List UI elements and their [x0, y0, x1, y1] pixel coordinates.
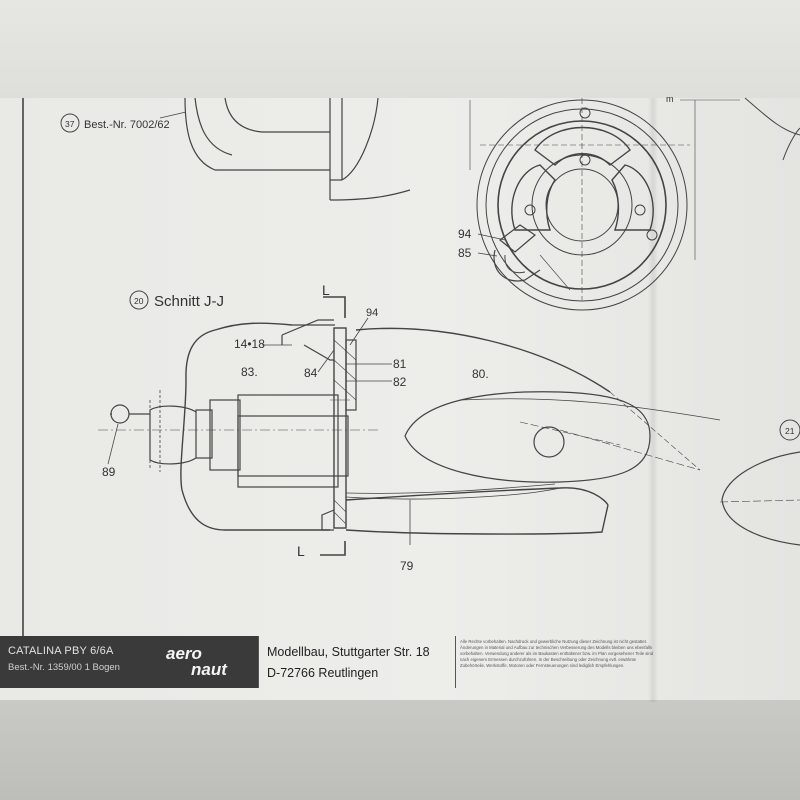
order-number: Best.-Nr. 1359/00 1 Bogen [8, 662, 120, 673]
rights-notice: Alle Rechte vorbehalten. Nachdruck und g… [460, 639, 654, 668]
part-79-label: 79 [400, 559, 414, 573]
sheet-fold [648, 98, 658, 702]
upper-nacelle-view [159, 97, 411, 201]
best-nr-label: Best.-Nr. 7002/62 [84, 119, 170, 131]
model-name: CATALINA PBY 6/6A [8, 645, 114, 657]
address-line-1: Modellbau, Stuttgarter Str. 18 [267, 645, 430, 659]
part-94-section-label: 94 [366, 307, 378, 319]
leader-89 [107, 423, 119, 465]
section-mark-bottom: L [297, 543, 305, 559]
leader-84 [317, 349, 335, 373]
callout-20-text: 20 [134, 296, 144, 306]
callout-circle-20 [129, 290, 149, 310]
plan-sheet [0, 98, 800, 702]
leader-94-top [477, 233, 506, 241]
title-block-dark-panel: CATALINA PBY 6/6A Best.-Nr. 1359/00 1 Bo… [0, 636, 258, 688]
leader-94 [349, 317, 369, 346]
part-84-label: 84 [304, 366, 318, 380]
background-top [0, 0, 800, 100]
leader-85 [477, 252, 498, 257]
part-80-label: 80. [472, 367, 489, 381]
logo-line-2: naut [191, 660, 227, 679]
callout-37-text: 37 [65, 119, 75, 129]
logo-line-1: aero [166, 644, 202, 663]
address-line-2: D-72766 Reutlingen [267, 666, 379, 680]
part-83-label: 83. [241, 365, 258, 379]
aeronaut-logo: aero naut [166, 642, 252, 682]
section-title: Schnitt J-J [154, 293, 224, 310]
part-94-top-label: 94 [458, 227, 472, 241]
title-block: CATALINA PBY 6/6A Best.-Nr. 1359/00 1 Bo… [0, 636, 660, 688]
edge-text: m [666, 94, 674, 104]
callout-circle-37 [60, 113, 80, 133]
address-panel: Modellbau, Stuttgarter Str. 18 D-72766 R… [258, 636, 456, 688]
background-bottom [0, 700, 800, 800]
leader-37 [159, 111, 187, 119]
dim-14x18: 14•18 [234, 337, 265, 351]
part-89-label: 89 [102, 465, 116, 479]
callout-21-text: 21 [785, 426, 795, 436]
part-81-label: 81 [393, 357, 407, 371]
section-j-j-drawing [98, 296, 800, 556]
part-82-label: 82 [393, 375, 407, 389]
engine-front-view [469, 97, 800, 311]
part-85-label: 85 [458, 246, 472, 260]
section-mark-top: L [322, 282, 330, 298]
